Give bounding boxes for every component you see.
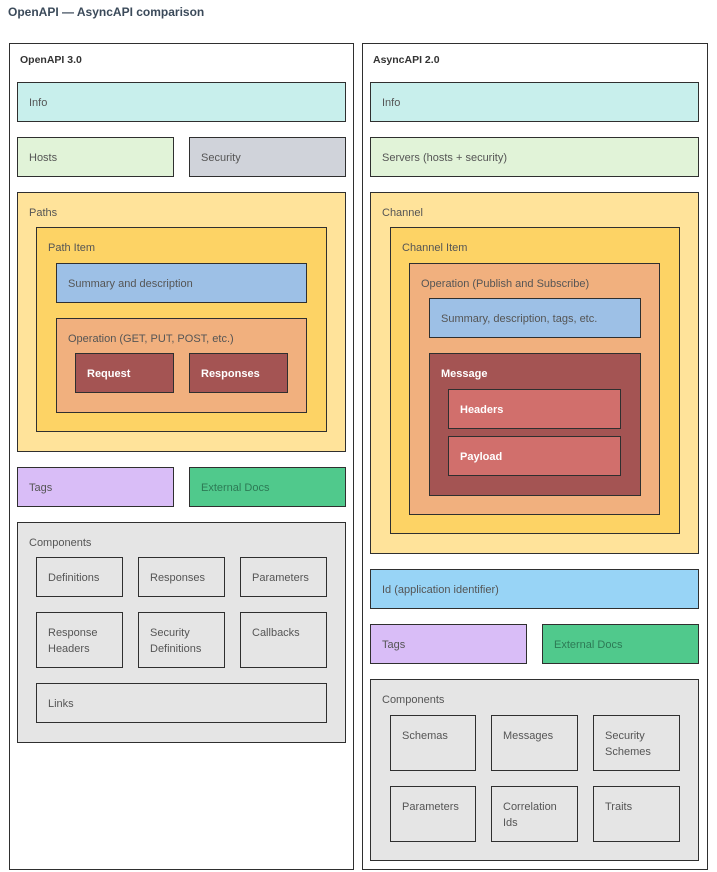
asyncapi-message-label: Message bbox=[441, 368, 488, 380]
openapi-hosts-box: Hosts bbox=[17, 137, 174, 177]
asyncapi-info-label: Info bbox=[382, 97, 401, 109]
openapi-responses-box: Responses bbox=[189, 353, 288, 393]
openapi-components-responses-label: Responses bbox=[150, 572, 206, 584]
asyncapi-tags-box: Tags bbox=[370, 624, 527, 664]
asyncapi-external-docs-label: External Docs bbox=[554, 639, 623, 651]
asyncapi-headers-box: Headers bbox=[448, 389, 621, 429]
openapi-response-headers-box: Response Headers bbox=[36, 612, 123, 668]
openapi-tags-label: Tags bbox=[29, 482, 53, 494]
openapi-summary-box: Summary and description bbox=[56, 263, 307, 303]
openapi-links-box: Links bbox=[36, 683, 327, 723]
asyncapi-summary-box: Summary, description, tags, etc. bbox=[429, 298, 641, 338]
asyncapi-payload-label: Payload bbox=[460, 451, 503, 463]
openapi-security-definitions-box: Security Definitions bbox=[138, 612, 225, 668]
openapi-components-responses-box: Responses bbox=[138, 557, 225, 597]
asyncapi-parameters-box: Parameters bbox=[390, 786, 476, 842]
asyncapi-correlation-ids-label: Correlation Ids bbox=[503, 801, 557, 829]
openapi-tags-box: Tags bbox=[17, 467, 174, 507]
openapi-external-docs-label: External Docs bbox=[201, 482, 270, 494]
openapi-parameters-box: Parameters bbox=[240, 557, 327, 597]
asyncapi-messages-label: Messages bbox=[503, 730, 554, 742]
asyncapi-messages-box: Messages bbox=[491, 715, 578, 771]
openapi-responses-label: Responses bbox=[201, 368, 260, 380]
openapi-summary-label: Summary and description bbox=[68, 278, 193, 290]
asyncapi-info-box: Info bbox=[370, 82, 699, 122]
openapi-parameters-label: Parameters bbox=[252, 572, 309, 584]
asyncapi-tags-label: Tags bbox=[382, 639, 406, 651]
openapi-paths-label: Paths bbox=[29, 207, 58, 219]
openapi-callbacks-label: Callbacks bbox=[252, 627, 300, 639]
openapi-callbacks-box: Callbacks bbox=[240, 612, 327, 668]
asyncapi-parameters-label: Parameters bbox=[402, 801, 459, 813]
openapi-operation-label: Operation (GET, PUT, POST, etc.) bbox=[68, 333, 234, 345]
openapi-security-definitions-label: Security Definitions bbox=[150, 627, 202, 655]
openapi-security-box: Security bbox=[189, 137, 346, 177]
asyncapi-correlation-ids-box: Correlation Ids bbox=[491, 786, 578, 842]
asyncapi-operation-label: Operation (Publish and Subscribe) bbox=[421, 278, 590, 290]
asyncapi-external-docs-box: External Docs bbox=[542, 624, 699, 664]
asyncapi-servers-label: Servers (hosts + security) bbox=[382, 152, 508, 164]
asyncapi-id-box: Id (application identifier) bbox=[370, 569, 699, 609]
asyncapi-id-label: Id (application identifier) bbox=[382, 584, 499, 596]
openapi-definitions-box: Definitions bbox=[36, 557, 123, 597]
openapi-external-docs-box: External Docs bbox=[189, 467, 346, 507]
asyncapi-payload-box: Payload bbox=[448, 436, 621, 476]
openapi-components-label: Components bbox=[29, 537, 92, 549]
asyncapi-traits-label: Traits bbox=[605, 801, 633, 813]
openapi-request-label: Request bbox=[87, 368, 131, 380]
openapi-definitions-label: Definitions bbox=[48, 572, 100, 584]
asyncapi-servers-box: Servers (hosts + security) bbox=[370, 137, 699, 177]
asyncapi-security-schemes-label: Security Schemes bbox=[605, 730, 651, 758]
openapi-response-headers-label: Response Headers bbox=[48, 627, 98, 655]
openapi-info-box: Info bbox=[17, 82, 346, 122]
asyncapi-summary-label: Summary, description, tags, etc. bbox=[441, 313, 598, 325]
openapi-path-item-label: Path Item bbox=[48, 242, 96, 254]
openapi-title: OpenAPI 3.0 bbox=[20, 54, 82, 66]
openapi-request-box: Request bbox=[75, 353, 174, 393]
openapi-info-label: Info bbox=[29, 97, 48, 109]
asyncapi-traits-box: Traits bbox=[593, 786, 680, 842]
asyncapi-channel-label: Channel bbox=[382, 207, 423, 219]
openapi-hosts-label: Hosts bbox=[29, 152, 58, 164]
asyncapi-schemas-label: Schemas bbox=[402, 730, 448, 742]
asyncapi-schemas-box: Schemas bbox=[390, 715, 476, 771]
asyncapi-channel-item-label: Channel Item bbox=[402, 242, 468, 254]
asyncapi-title: AsyncAPI 2.0 bbox=[373, 54, 440, 66]
openapi-security-label: Security bbox=[201, 152, 241, 164]
openapi-links-label: Links bbox=[48, 698, 74, 710]
asyncapi-security-schemes-box: Security Schemes bbox=[593, 715, 680, 771]
page-title: OpenAPI — AsyncAPI comparison bbox=[8, 5, 205, 19]
asyncapi-headers-label: Headers bbox=[460, 404, 504, 416]
asyncapi-components-label: Components bbox=[382, 694, 445, 706]
